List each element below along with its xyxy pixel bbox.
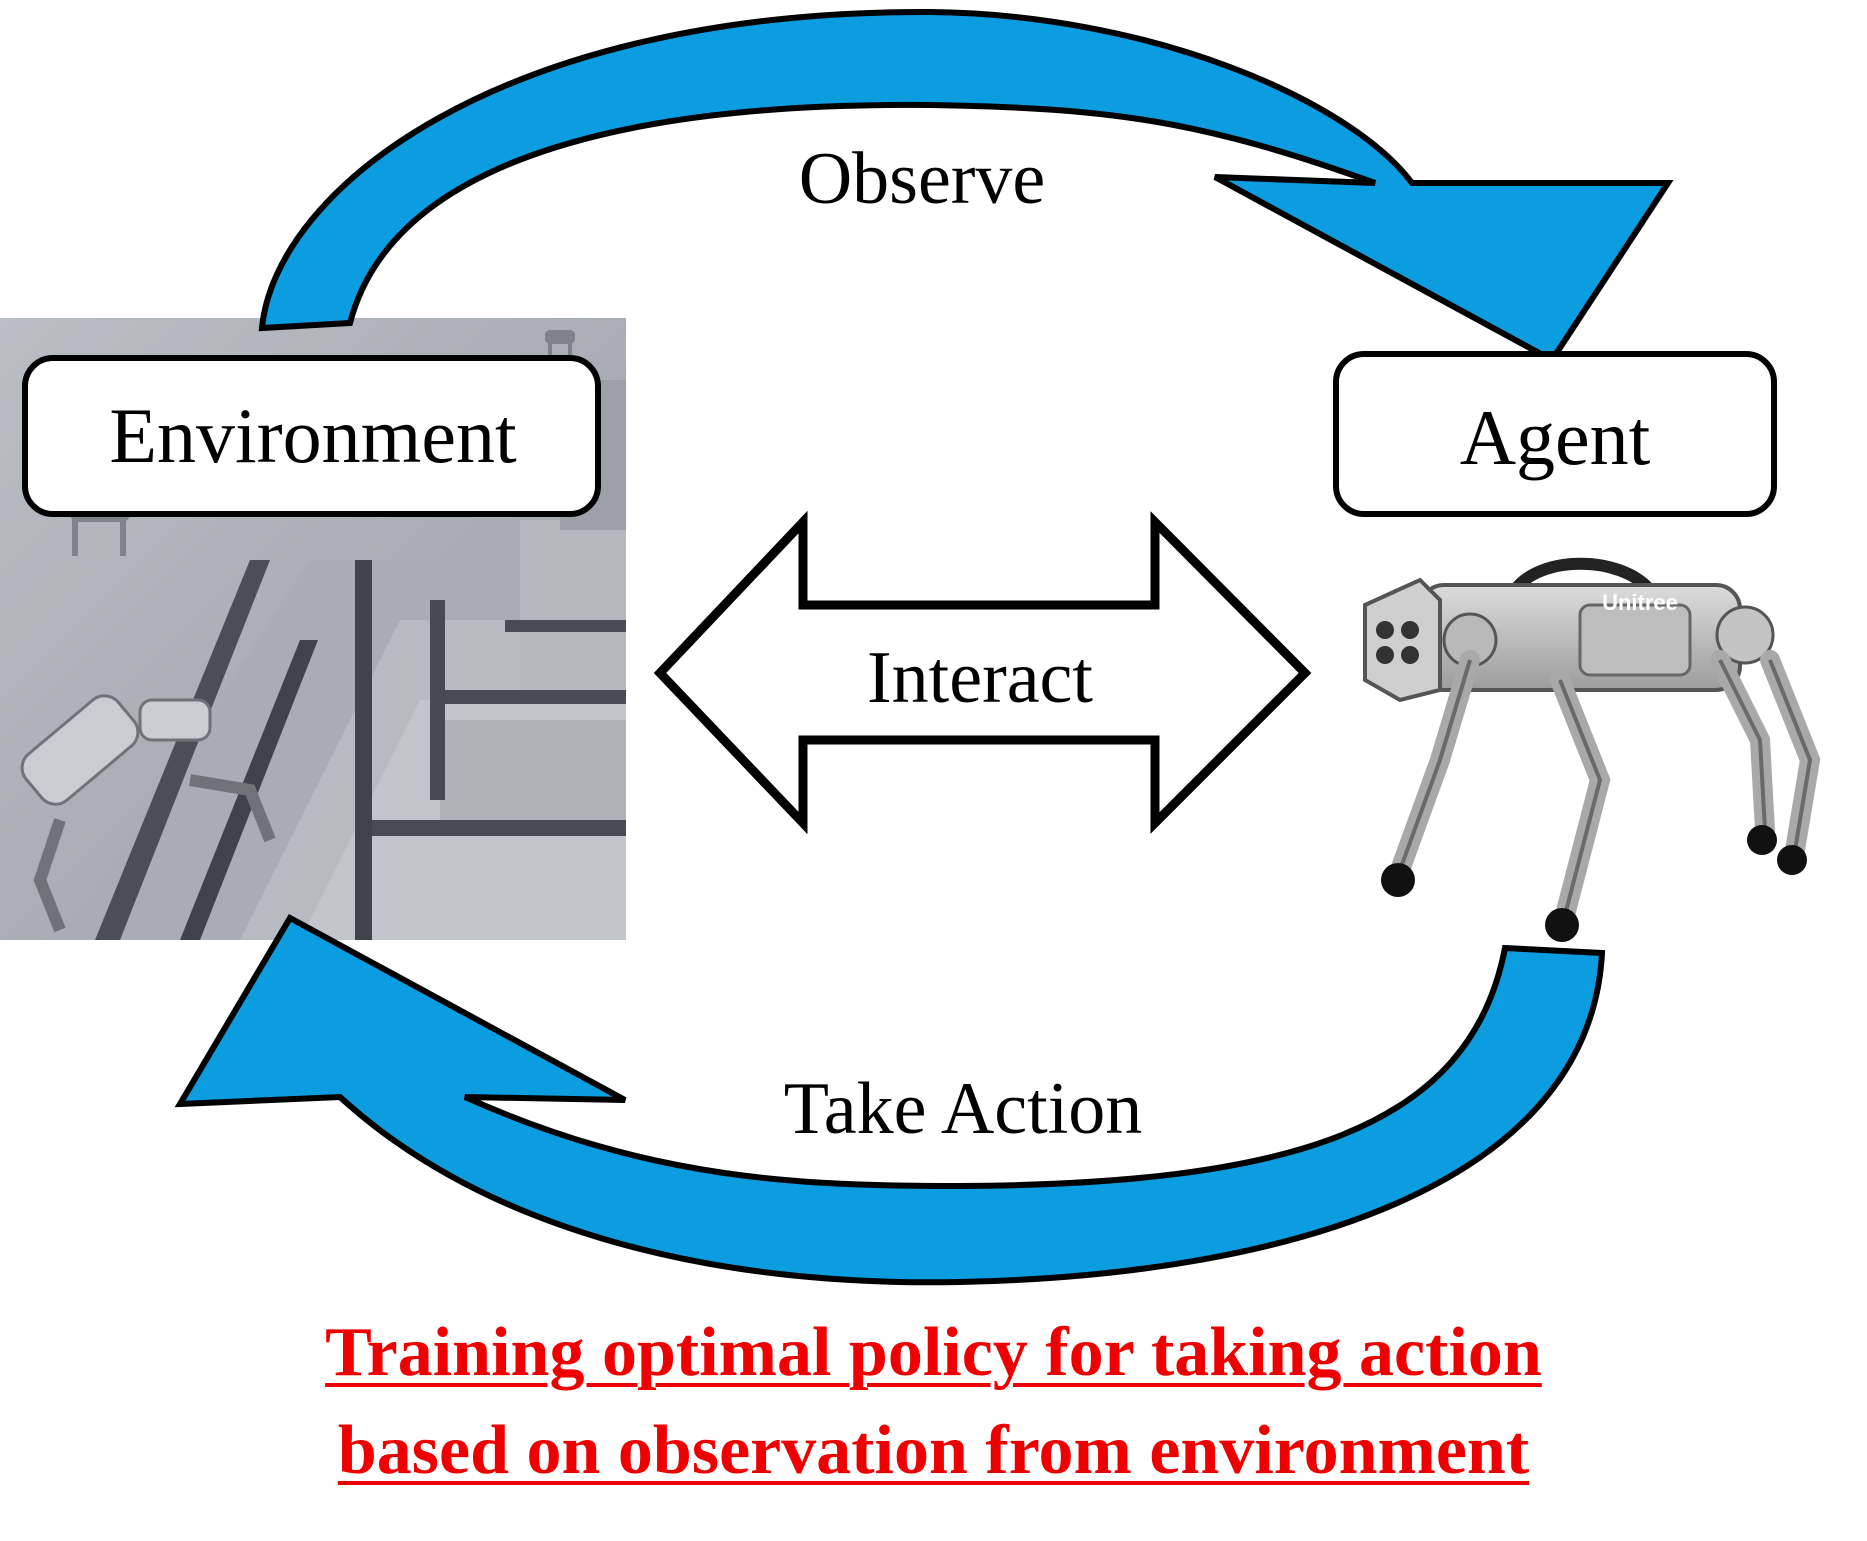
caption-line-1: Training optimal policy for taking actio… <box>325 1314 1542 1391</box>
agent-node: Agent <box>1333 351 1777 517</box>
caption-line-2: based on observation from environment <box>337 1412 1530 1489</box>
environment-label: Environment <box>109 392 517 479</box>
observe-arrow <box>258 8 1674 364</box>
interact-label: Interact <box>867 637 1093 719</box>
take-action-arrow <box>174 913 1606 1286</box>
environment-node: Environment <box>22 355 601 517</box>
take-action-label: Take Action <box>784 1068 1143 1150</box>
interact-double-arrow <box>653 510 1312 835</box>
agent-label: Agent <box>1460 394 1651 481</box>
observe-label: Observe <box>799 138 1046 220</box>
robot-dog-image: Unitree <box>1363 557 1821 942</box>
brand-text: Unitree <box>1602 590 1678 615</box>
